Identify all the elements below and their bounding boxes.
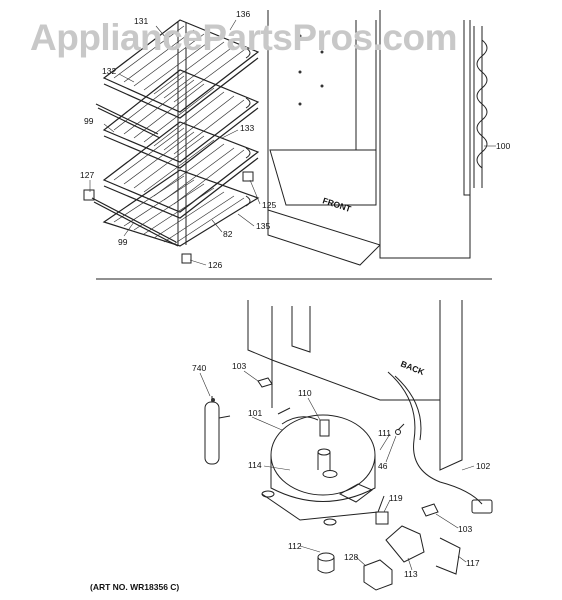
callout-125: 125 [262,200,276,210]
callout-103-upper: 103 [232,361,246,371]
callout-110: 110 [298,388,312,398]
callout-117: 117 [466,558,480,568]
callout-101: 101 [248,408,262,418]
callout-128: 128 [344,552,358,562]
callout-99-upper: 99 [84,116,94,126]
callout-82: 82 [223,229,233,239]
top-callouts: 131 136 132 99 133 100 127 125 82 135 99… [80,9,510,270]
callout-127: 127 [80,170,94,180]
top-leaders [89,19,496,266]
callout-99-lower: 99 [118,237,128,247]
bottom-callouts: 740 103 110 101 111 114 46 102 119 103 1… [192,361,490,579]
callout-103-lower: 103 [458,524,472,534]
callout-136: 136 [236,9,250,19]
callout-114: 114 [248,460,262,470]
callout-119: 119 [389,493,403,503]
back-label: BACK [399,359,426,378]
accumulator [204,396,231,465]
callout-135: 135 [256,221,270,231]
callout-131: 131 [134,16,148,26]
watermark: AppliancePartsPros.com [30,17,457,58]
electrical-parts [257,371,493,591]
callout-46: 46 [378,461,388,471]
callout-113: 113 [404,569,418,579]
callout-132: 132 [102,66,116,76]
cabinet-back-view: BACK [247,300,463,471]
callout-100: 100 [496,141,510,151]
front-label: FRONT [321,195,353,214]
callout-740: 740 [192,363,206,373]
callout-112: 112 [288,541,302,551]
callout-126: 126 [208,260,222,270]
art-number: (ART NO. WR18356 C) [90,582,179,592]
bottom-leaders [199,370,475,571]
compressor [261,407,385,526]
callout-102: 102 [476,461,490,471]
callout-133: 133 [240,123,254,133]
shelf-assembly [83,19,260,264]
condenser-coil [473,26,488,188]
callout-111: 111 [378,428,391,438]
cabinet-front-view: FRONT [267,10,471,266]
